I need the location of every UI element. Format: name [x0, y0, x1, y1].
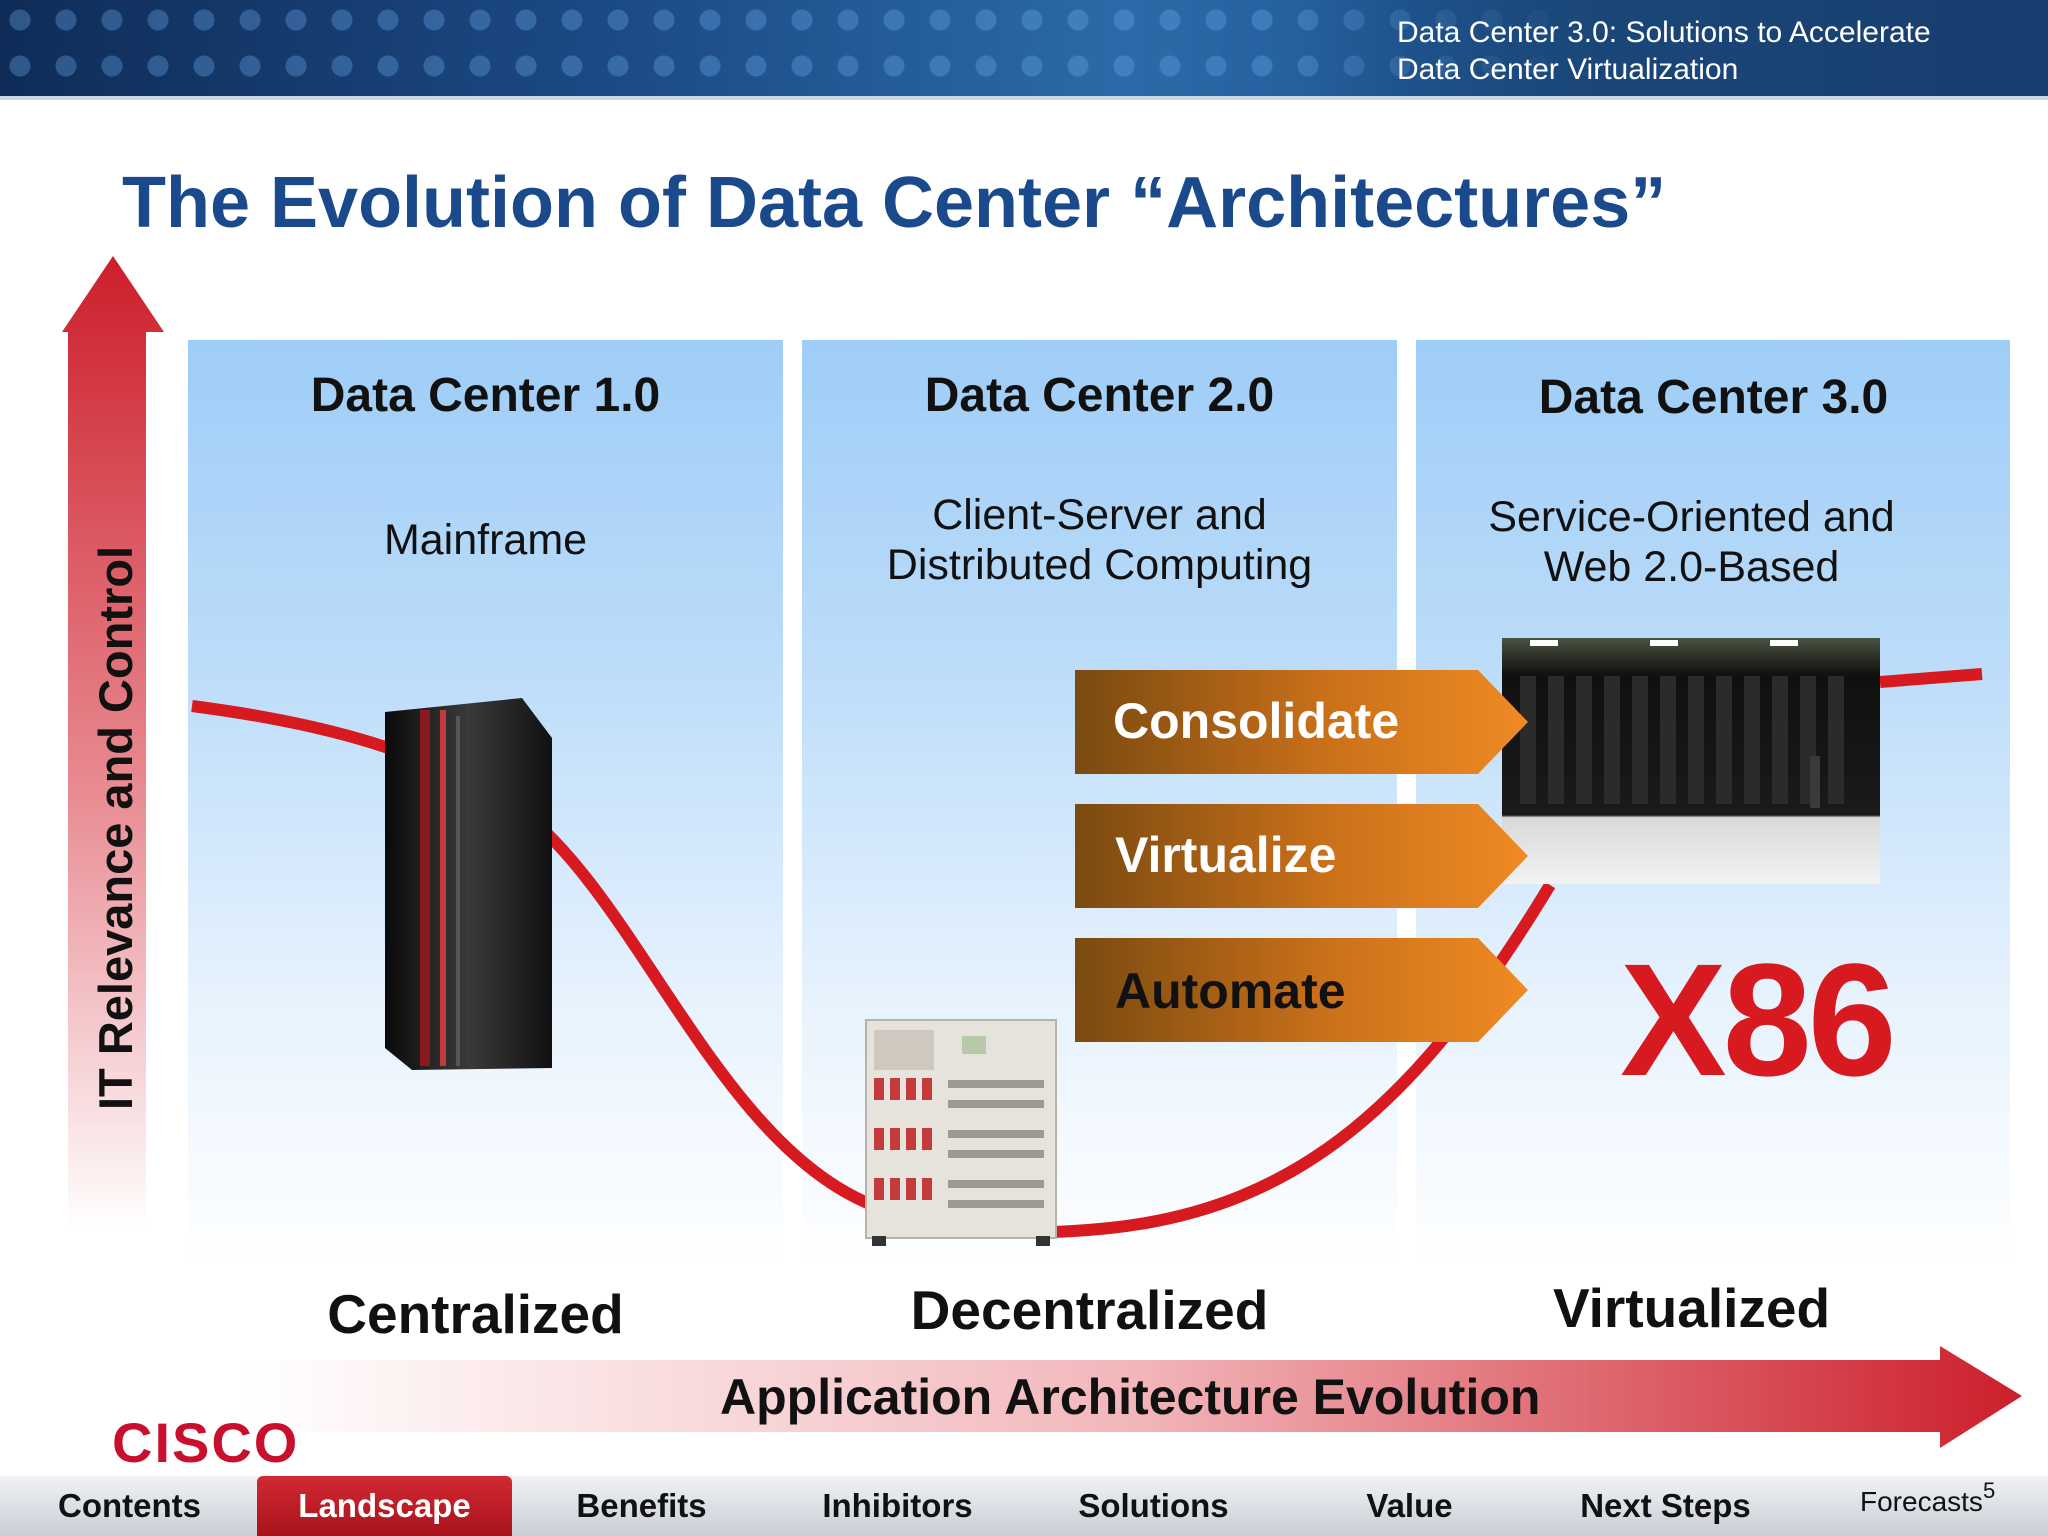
panel-3-subtitle-line-1: Service-Oriented and	[1488, 493, 1895, 541]
x-axis-arrow	[240, 1346, 2022, 1448]
server-image	[865, 1019, 1057, 1246]
mainframe-image	[385, 698, 552, 1070]
panel-2-title: Data Center 2.0	[924, 369, 1275, 422]
banner-fade	[1288, 0, 2048, 100]
panel-2-subtitle-line-1: Client-Server and	[932, 491, 1267, 539]
chevron-automate-shape	[1075, 938, 1528, 1042]
panel-1-title: Data Center 1.0	[310, 369, 661, 422]
nav-inhibitors[interactable]: Inhibitors	[822, 1487, 973, 1524]
nav-forecasts[interactable]: Forecasts	[1860, 1486, 1983, 1517]
y-axis-arrow	[62, 256, 164, 1230]
chevron-virtualize-shape	[1075, 804, 1528, 908]
header-title-line-2: Data Center Virtualization	[1397, 53, 1739, 86]
page-number: 5	[1983, 1478, 1996, 1503]
panel-1-subtitle: Mainframe	[383, 516, 588, 564]
nav-value[interactable]: Value	[1366, 1487, 1453, 1524]
nav-landscape[interactable]: Landscape	[257, 1476, 512, 1536]
header-title-line-1: Data Center 3.0: Solutions to Accelerate	[1397, 16, 1931, 49]
y-axis-label: IT Relevance and Control	[89, 545, 142, 1110]
panel-3-title: Data Center 3.0	[1538, 371, 1889, 424]
cisco-logo: CISCO	[112, 1411, 300, 1474]
x86-label: X86	[1620, 930, 1897, 1109]
x-axis-label: Application Architecture Evolution	[720, 1369, 1541, 1425]
nav-benefits[interactable]: Benefits	[576, 1487, 707, 1524]
banner-underline	[0, 96, 2048, 100]
era-centralized: Centralized	[327, 1283, 624, 1345]
era-virtualized: Virtualized	[1552, 1277, 1831, 1339]
era-decentralized: Decentralized	[910, 1279, 1269, 1341]
panel-2-subtitle-line-2: Distributed Computing	[886, 541, 1313, 589]
datacenter-room-image	[1502, 638, 1880, 884]
header-banner	[0, 0, 2048, 100]
panel-3-subtitle-line-2: Web 2.0-Based	[1543, 543, 1840, 591]
step-virtualize: Virtualize	[1115, 827, 1337, 883]
slide-title: The Evolution of Data Center “Architectu…	[122, 163, 1667, 243]
chevron-consolidate-shape	[1075, 670, 1528, 774]
nav-solutions[interactable]: Solutions	[1078, 1487, 1229, 1524]
nav-next-steps[interactable]: Next Steps	[1580, 1487, 1751, 1524]
evolution-curve-end	[1879, 668, 1983, 688]
nav-contents[interactable]: Contents	[58, 1487, 201, 1524]
step-consolidate: Consolidate	[1113, 693, 1400, 749]
step-automate: Automate	[1115, 963, 1346, 1019]
